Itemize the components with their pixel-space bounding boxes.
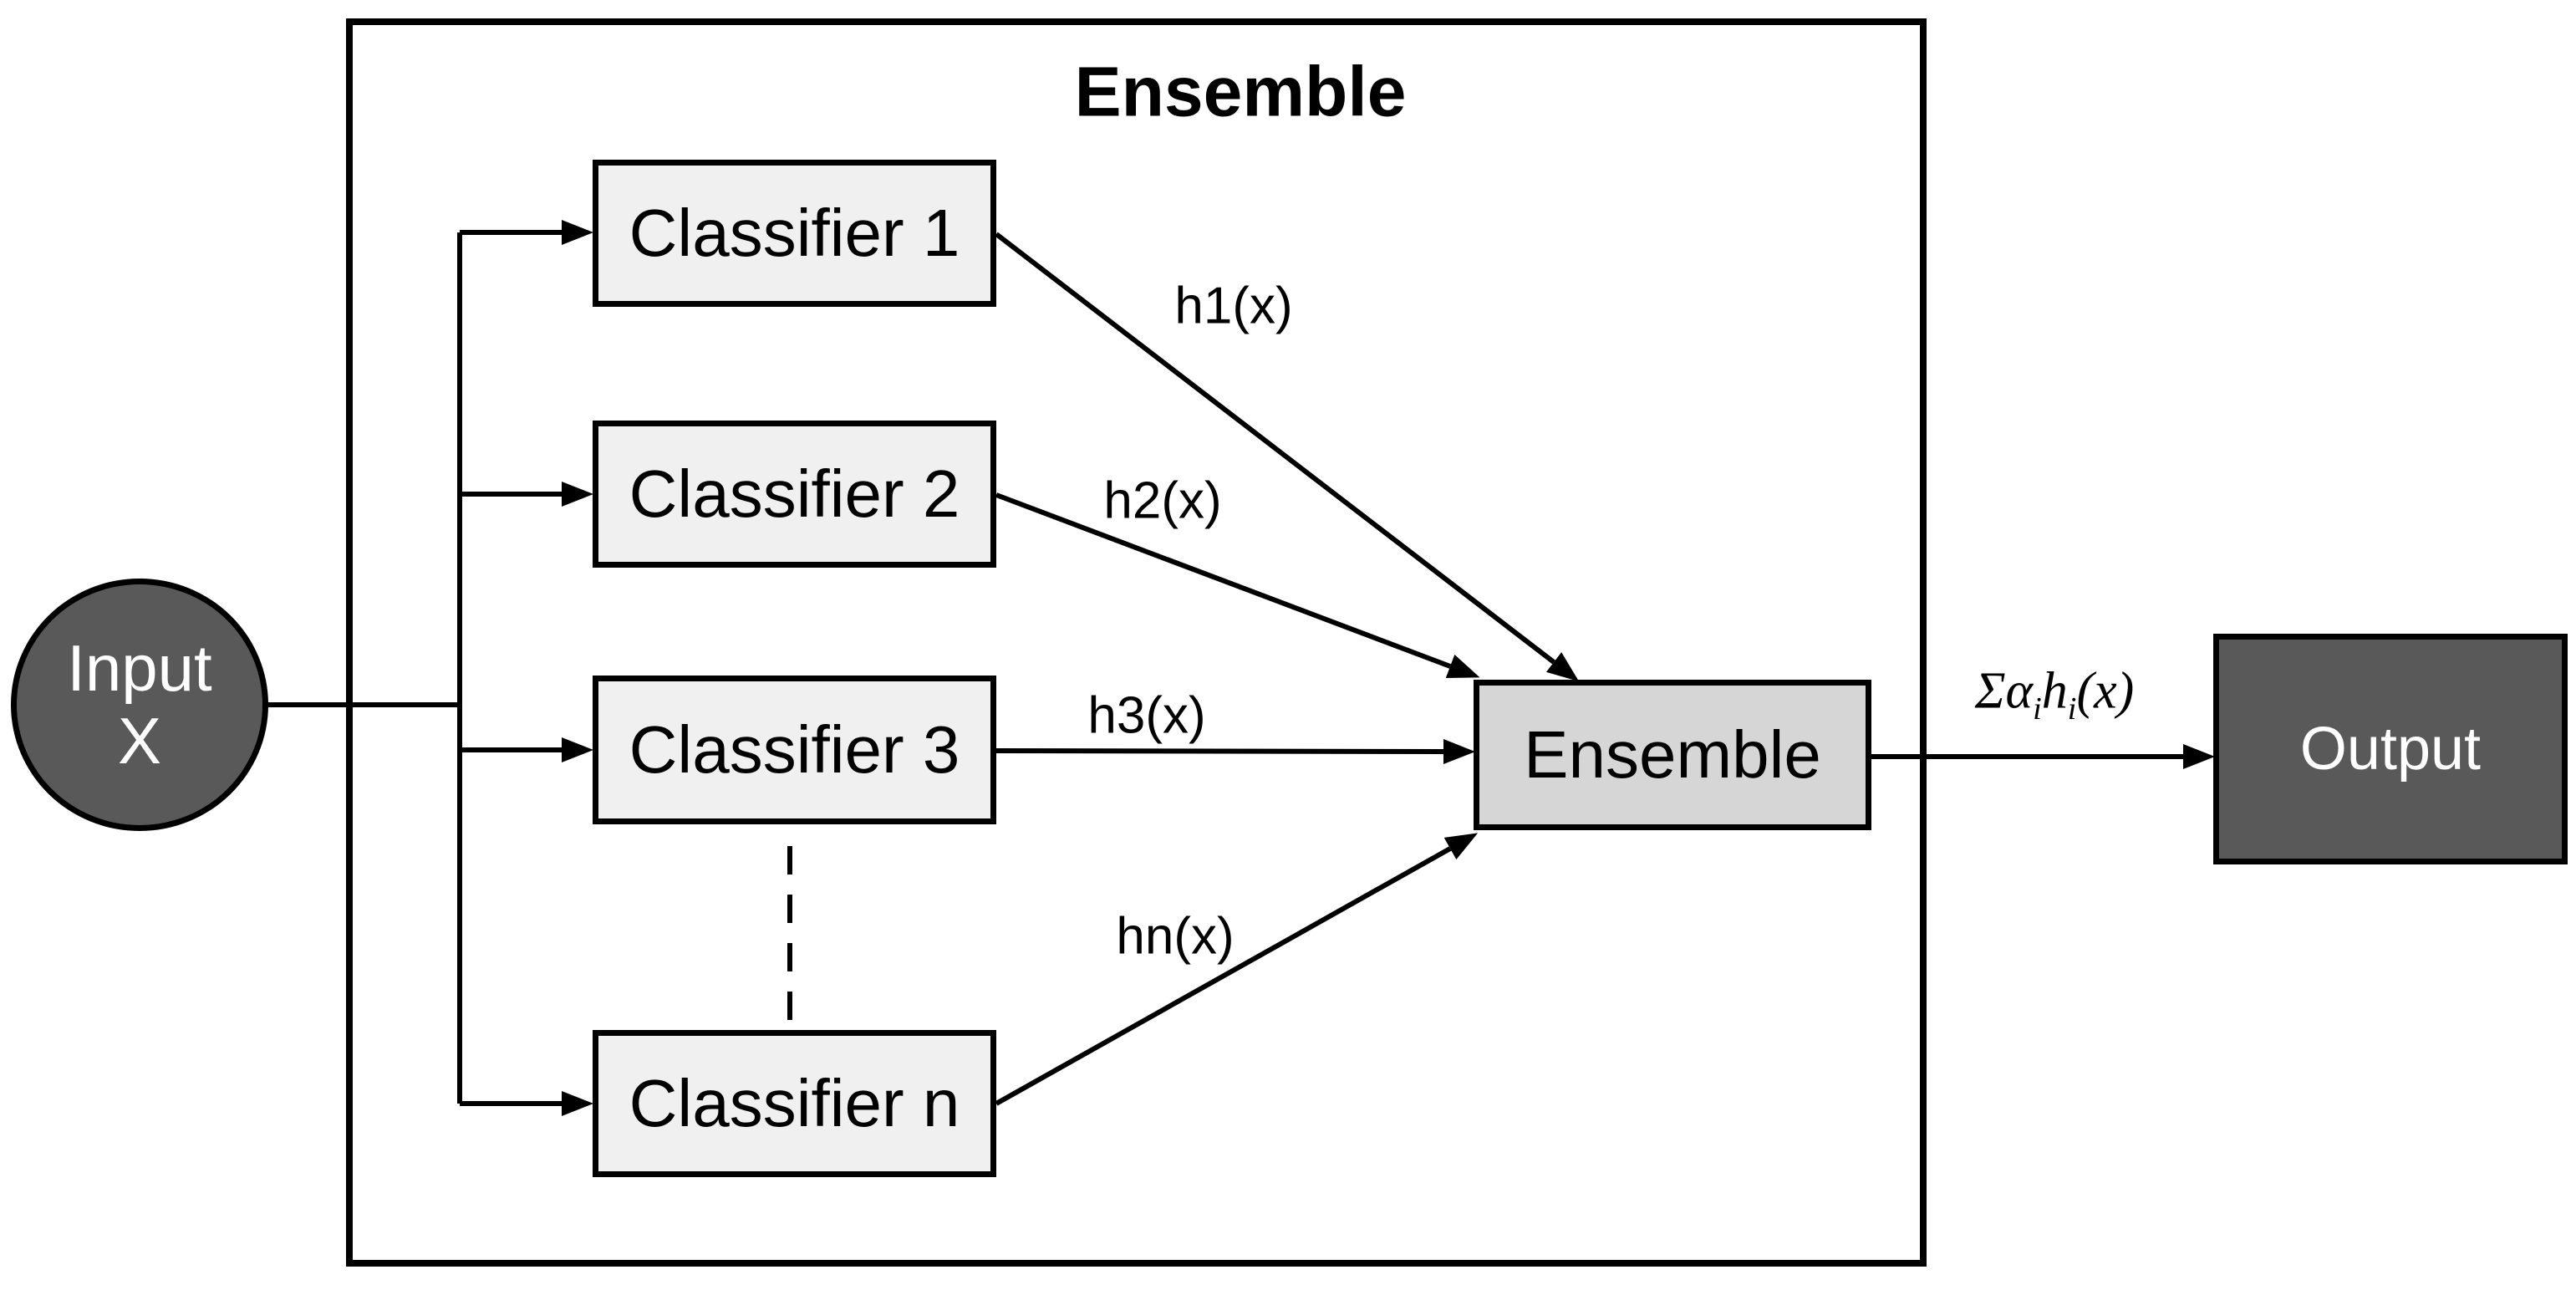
classifier-2-label: Classifier 2 — [629, 456, 960, 531]
arrow-h1-to-ensemble — [995, 232, 1580, 682]
input-node-label-line1: Input — [67, 630, 212, 705]
arrow-h3-to-ensemble — [995, 739, 1475, 764]
formula-argument: (x) — [2076, 662, 2135, 720]
formula-h: h — [2041, 662, 2068, 720]
input-node: Input X — [11, 579, 268, 831]
ensemble-combiner-label: Ensemble — [1524, 717, 1821, 792]
classifier-1-box: Classifier 1 — [593, 160, 996, 307]
formula-sigma-alpha: Σα — [1974, 662, 2034, 720]
classifier-n-label: Classifier n — [629, 1066, 960, 1140]
output-node-label: Output — [2299, 716, 2482, 783]
edge-label-h2: h2(x) — [1103, 472, 1222, 530]
ensemble-frame — [346, 18, 1927, 1267]
classifier-3-label: Classifier 3 — [629, 712, 960, 787]
edge-label-h1: h1(x) — [1174, 277, 1293, 335]
input-node-label-line2: X — [117, 704, 162, 778]
weighted-sum-formula: Σαihi(x) — [1974, 662, 2135, 726]
edge-label-h3: h3(x) — [1087, 686, 1206, 745]
formula-subscript-i-2: i — [2067, 691, 2077, 727]
classifier-n-box: Classifier n — [593, 1030, 996, 1177]
diagram-title: Ensemble — [1074, 52, 1407, 131]
classifier-3-box: Classifier 3 — [593, 676, 996, 824]
edge-label-hn: hn(x) — [1116, 907, 1235, 966]
classifier-1-label: Classifier 1 — [629, 196, 960, 270]
classifier-2-box: Classifier 2 — [593, 421, 996, 568]
output-node: Output — [2213, 634, 2568, 864]
arrow-hn-to-ensemble — [995, 833, 1479, 1106]
formula-subscript-i-1: i — [2033, 691, 2042, 727]
ensemble-combiner-box: Ensemble — [1474, 680, 1871, 830]
arrow-h2-to-ensemble — [995, 492, 1480, 679]
